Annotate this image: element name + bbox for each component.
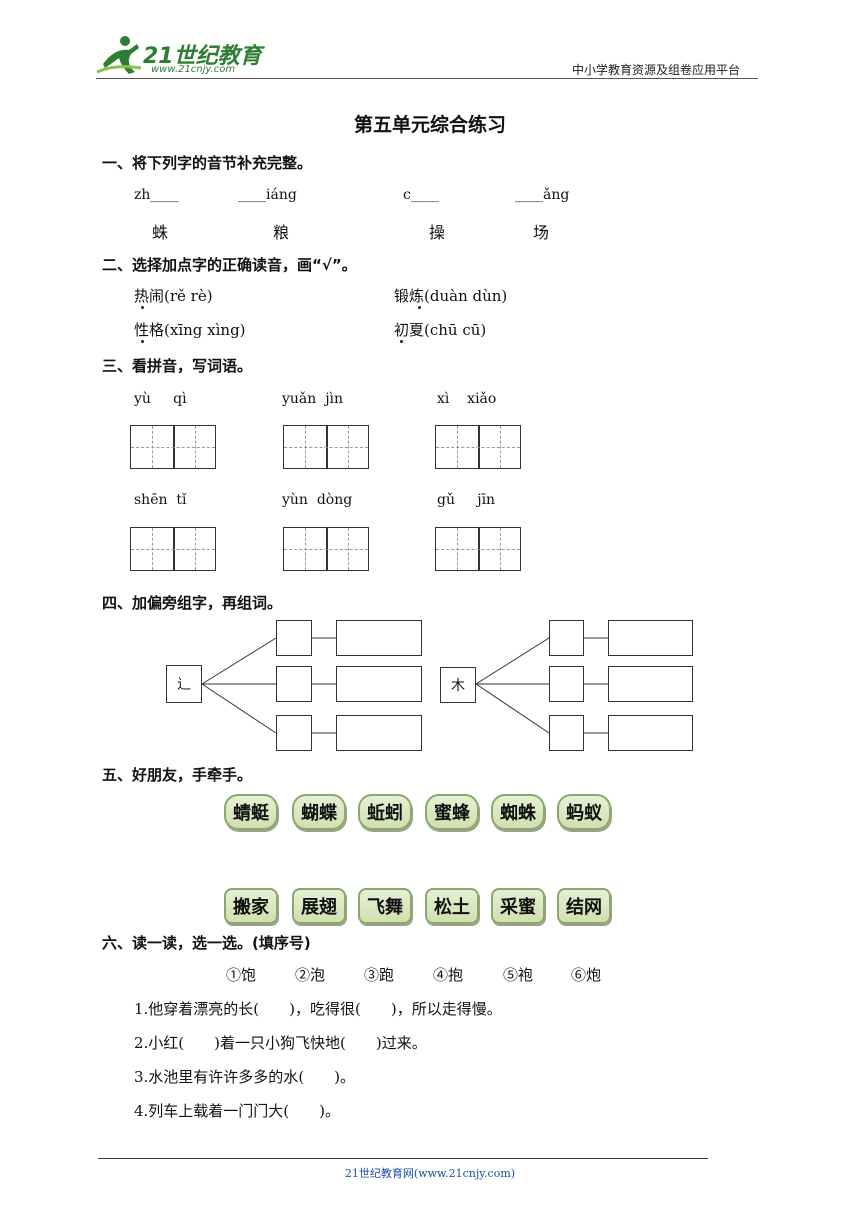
syllable-blank: c____	[403, 187, 439, 203]
action-card[interactable]: 松土	[425, 888, 479, 924]
writing-grid[interactable]	[130, 425, 216, 469]
word-pinyin: gǔ jīn	[437, 492, 496, 508]
footer-divider	[98, 1158, 708, 1159]
choice-option: ③跑	[364, 966, 395, 984]
reading-word: 热闹	[134, 287, 165, 305]
reading-word: 性格	[134, 321, 165, 339]
word-pinyin: yuǎn jìn	[282, 391, 344, 407]
fill-sentence: 3.水池里有许许多多的水( )。	[134, 1068, 356, 1086]
char-input-box[interactable]	[549, 715, 584, 751]
header-divider	[96, 78, 758, 79]
action-card[interactable]: 展翅	[292, 888, 346, 924]
choice-option: ②泡	[295, 966, 326, 984]
fill-sentence: 2.小红( )着一只小狗飞快地( )过来。	[134, 1034, 427, 1052]
action-card[interactable]: 结网	[557, 888, 611, 924]
char-input-box[interactable]	[549, 620, 584, 656]
writing-grid[interactable]	[283, 425, 369, 469]
section-5-heading: 五、好朋友，手牵手。	[102, 766, 253, 784]
fill-sentence: 1.他穿着漂亮的长( )，吃得很( )，所以走得慢。	[134, 1000, 502, 1018]
reading-word: 初夏	[394, 321, 425, 339]
radical-box: 辶	[166, 665, 202, 703]
logo: 21世纪教育 www.21cnjy.com	[95, 34, 265, 78]
word-pinyin: xì xiǎo	[437, 391, 497, 407]
emphasis-dot	[141, 306, 144, 309]
logo-runner-icon	[96, 36, 142, 74]
word-pinyin: yù qì	[134, 391, 187, 407]
action-card[interactable]: 搬家	[224, 888, 278, 924]
syllable-char: 蛛	[152, 223, 169, 242]
section-2-heading: 二、选择加点字的正确读音，画“√”。	[102, 256, 357, 274]
reading-item: 初夏(chū cū)	[394, 319, 486, 340]
page-title: 第五单元综合练习	[353, 114, 506, 136]
emphasis-dot	[141, 340, 144, 343]
word-input-box[interactable]	[608, 715, 693, 751]
writing-grid[interactable]	[130, 527, 216, 571]
footer-text: 21世纪教育网(www.21cnjy.com)	[344, 1167, 516, 1180]
word-pinyin: yùn dòng	[282, 492, 353, 508]
syllable-blank: ____iáng	[238, 187, 297, 203]
section-6-heading: 六、读一读，选一选。(填序号)	[102, 934, 311, 952]
word-input-box[interactable]	[336, 620, 422, 656]
syllable-blank: zh____	[134, 187, 179, 203]
word-input-box[interactable]	[336, 715, 422, 751]
syllable-char: 场	[533, 223, 550, 242]
word-input-box[interactable]	[608, 620, 693, 656]
syllable-char: 粮	[273, 223, 290, 242]
logo-url: www.21cnjy.com	[151, 64, 236, 75]
fill-sentence: 4.列车上载着一门门大( )。	[134, 1102, 341, 1120]
writing-grid[interactable]	[435, 527, 521, 571]
insect-card[interactable]: 蜘蛛	[491, 794, 545, 830]
char-input-box[interactable]	[276, 620, 312, 656]
radical-box: 木	[440, 667, 476, 703]
logo-text: 21世纪教育	[143, 44, 262, 69]
char-input-box[interactable]	[276, 715, 312, 751]
insect-card[interactable]: 蜜蜂	[425, 794, 479, 830]
insect-card[interactable]: 蜻蜓	[224, 794, 278, 830]
action-card[interactable]: 采蜜	[491, 888, 545, 924]
action-card[interactable]: 飞舞	[358, 888, 412, 924]
reading-item: 锻炼(duàn dùn)	[394, 285, 507, 306]
insect-card[interactable]: 蝴蝶	[292, 794, 346, 830]
choice-option: ④抱	[433, 966, 464, 984]
syllable-blank: ____ǎng	[515, 187, 570, 203]
reading-options: (duàn dùn)	[424, 287, 508, 305]
insect-card[interactable]: 蚯蚓	[358, 794, 412, 830]
section-3-heading: 三、看拼音，写词语。	[102, 357, 253, 375]
section-1-heading: 一、将下列字的音节补充完整。	[102, 154, 313, 172]
writing-grid[interactable]	[283, 527, 369, 571]
emphasis-dot	[418, 306, 421, 309]
platform-name: 中小学教育资源及组卷应用平台	[572, 63, 741, 77]
insect-card[interactable]: 蚂蚁	[557, 794, 611, 830]
choice-option: ①饱	[226, 966, 257, 984]
word-input-box[interactable]	[608, 666, 693, 702]
choice-option: ⑤袍	[503, 966, 534, 984]
syllable-char: 操	[429, 223, 446, 242]
reading-word: 锻炼	[394, 287, 425, 305]
writing-grid[interactable]	[435, 425, 521, 469]
reading-item: 热闹(rě rè)	[134, 285, 213, 306]
reading-options: (xīng xìng)	[164, 321, 246, 339]
word-pinyin: shēn tǐ	[134, 492, 187, 508]
emphasis-dot	[400, 340, 403, 343]
choice-option: ⑥炮	[571, 966, 602, 984]
char-input-box[interactable]	[276, 666, 312, 702]
section-4-heading: 四、加偏旁组字，再组词。	[102, 594, 283, 612]
word-input-box[interactable]	[336, 666, 422, 702]
reading-item: 性格(xīng xìng)	[134, 319, 246, 340]
reading-options: (chū cū)	[424, 321, 487, 339]
char-input-box[interactable]	[549, 666, 584, 702]
reading-options: (rě rè)	[164, 287, 213, 305]
